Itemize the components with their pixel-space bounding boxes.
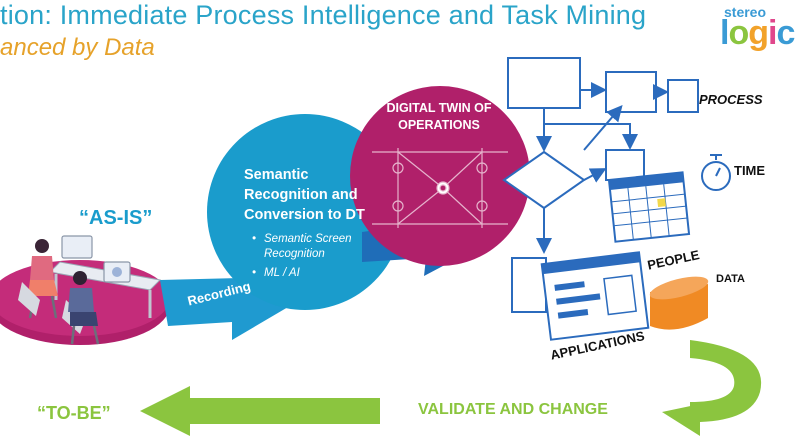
logo-letter: i xyxy=(768,14,778,52)
validate-label: VALIDATE AND CHANGE xyxy=(418,401,608,418)
process-flowchart xyxy=(502,57,699,313)
office-workers-illustration xyxy=(18,235,162,345)
logo-letter: o xyxy=(728,14,749,52)
applications-window-icon xyxy=(540,251,650,341)
to-be-arrow xyxy=(140,386,380,436)
data-label: DATA xyxy=(716,273,745,285)
semantic-bullet-dot: • xyxy=(252,267,257,279)
digital-twin-circle xyxy=(350,86,530,266)
stopwatch-icon xyxy=(701,154,731,191)
semantic-bullet-1: Semantic Screen Recognition xyxy=(264,233,352,260)
logo-letter: l xyxy=(720,14,730,52)
data-cylinder-icon xyxy=(649,276,709,330)
slide-subtitle: anced by Data xyxy=(0,34,155,61)
as-is-label: “AS-IS” xyxy=(79,207,153,229)
time-label: TIME xyxy=(734,163,766,178)
process-label: PROCESS xyxy=(699,92,763,107)
semantic-bullet-2: ML / AI xyxy=(264,267,300,279)
to-be-label: “TO-BE” xyxy=(37,403,111,423)
slide-title: tion: Immediate Process Intelligence and… xyxy=(0,0,647,30)
logo-letter: c xyxy=(776,14,795,52)
logo-top-text: stereo xyxy=(724,4,767,20)
calendar-icon xyxy=(607,171,691,243)
semantic-bullet-dot: • xyxy=(252,233,257,245)
logo-letter: g xyxy=(748,14,769,52)
validate-return-arrow xyxy=(662,340,762,436)
stereologic-logo: logic xyxy=(720,14,795,53)
digital-twin-label: DIGITAL TWIN OF OPERATIONS xyxy=(386,101,492,132)
digital-twin-network xyxy=(372,148,508,228)
semantic-title: Semantic Recognition and Conversion to D… xyxy=(244,167,365,223)
